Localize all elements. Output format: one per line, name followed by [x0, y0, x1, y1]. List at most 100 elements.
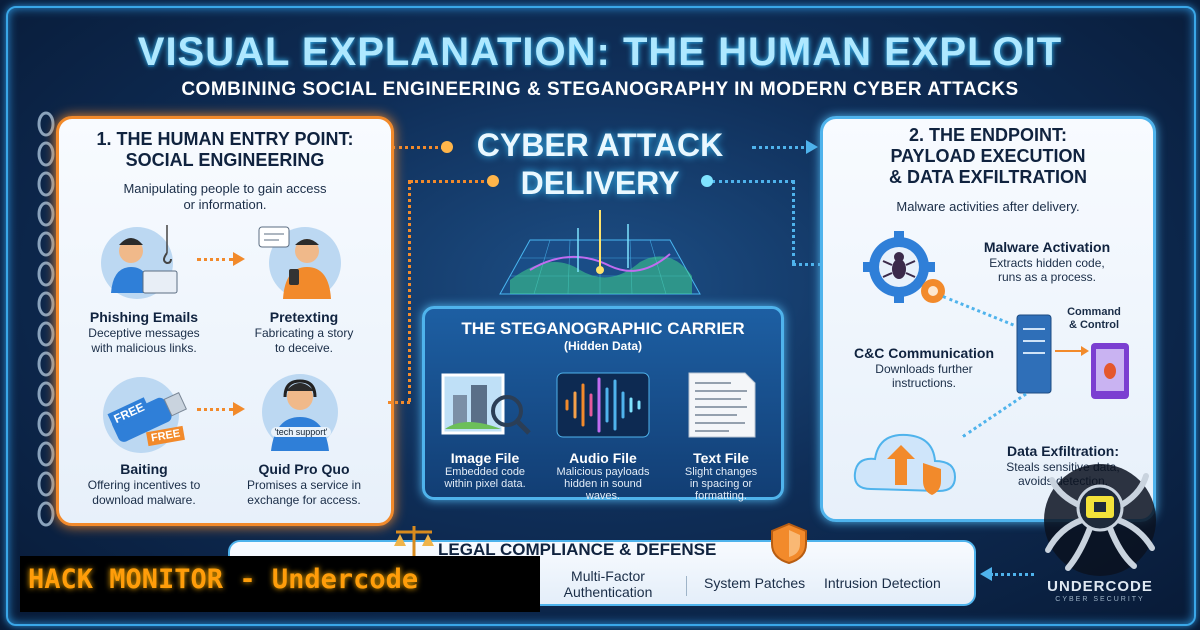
divider: [686, 576, 687, 596]
pretexting-desc-line2: to deceive.: [274, 341, 334, 355]
logo-tagline: CYBER SECURITY: [1055, 596, 1145, 603]
quid-pro-quo-title: Quid Pro Quo: [258, 461, 350, 477]
text-file-desc-line3: formatting.: [695, 490, 747, 502]
malware-activation-desc-line2: runs as a process.: [997, 270, 1097, 284]
connector-to-legal: [990, 573, 1034, 576]
connector-server-cloud: [962, 392, 1027, 438]
connector-vertical-left: [408, 180, 411, 402]
glow-dot-icon: [487, 175, 499, 187]
logo-name: UNDERCODE: [1047, 578, 1153, 595]
intrusion-detection-label: Intrusion Detection: [824, 575, 941, 591]
panel-title-line2: SOCIAL ENGINEERING: [125, 150, 325, 170]
cc-communication-desc: Downloads further: [875, 362, 973, 376]
arrow-head-icon: [806, 140, 818, 154]
social-engineering-panel: 1. THE HUMAN ENTRY POINT: SOCIAL ENGINEE…: [56, 116, 394, 526]
mfa-label-line2: Authentication: [563, 584, 653, 600]
outer-frame: [6, 6, 1196, 626]
malware-activation-desc: Extracts hidden code,: [989, 256, 1105, 270]
image-file-title: Image File: [450, 450, 520, 466]
text-file-icon: [688, 372, 756, 438]
quid-pro-quo-desc-line2: exchange for access.: [247, 493, 361, 507]
cc-communication-title: C&C Communication: [854, 345, 994, 361]
center-title-line1: CYBER ATTACK: [476, 127, 724, 163]
hacker-laptop-icon: [101, 225, 178, 299]
command-control-label-line2: & Control: [1068, 319, 1120, 331]
phishing-desc-line2: with malicious links.: [91, 341, 197, 355]
image-file-card: Image File Embedded code within pixel da…: [435, 371, 535, 490]
baiting-desc-line2: download malware.: [92, 493, 196, 507]
banner-text: HACK MONITOR - Undercode: [28, 564, 419, 595]
panel-description-line2: or information.: [183, 197, 267, 212]
endpoint-title-line3: & DATA EXFILTRATION: [889, 167, 1087, 187]
connector-top-right: [752, 146, 812, 149]
image-file-desc-line2: within pixel data.: [444, 478, 526, 490]
endpoint-title-line2: PAYLOAD EXECUTION: [890, 146, 1086, 166]
arrow-connector-2: [197, 408, 233, 411]
connector-malware-server: [942, 295, 1015, 327]
steganographic-carrier-panel: THE STEGANOGRAPHIC CARRIER (Hidden Data)…: [422, 306, 784, 502]
endpoint-description: Malware activities after delivery.: [896, 199, 1080, 214]
arrow-head-icon: [980, 567, 992, 581]
command-control-label: Command: [1067, 306, 1121, 318]
text-file-desc-line2: in spacing or: [689, 478, 753, 490]
hack-monitor-banner: [20, 556, 540, 612]
chain-decoration: [37, 111, 55, 527]
system-patches-label: System Patches: [704, 575, 806, 591]
carrier-title: THE STEGANOGRAPHIC CARRIER: [461, 319, 745, 338]
quid-pro-quo-illustration: 'tech support': [255, 367, 345, 457]
arrow-head-icon: [233, 402, 245, 416]
network-grid-graphic: [499, 210, 701, 295]
pretexting-desc: Fabricating a story: [254, 326, 354, 340]
quid-pro-quo-desc: Promises a service in: [246, 478, 362, 492]
endpoint-title: 2. THE ENDPOINT:: [908, 125, 1068, 145]
panel-title: 1. THE HUMAN ENTRY POINT:: [96, 129, 354, 149]
arrow-head-icon: [233, 252, 245, 266]
baiting-desc: Offering incentives to: [87, 478, 201, 492]
cloud-upload-icon: [853, 433, 957, 495]
malware-activation-title: Malware Activation: [983, 239, 1111, 255]
phishing-title: Phishing Emails: [89, 309, 199, 325]
mfa-label: Multi-Factor: [571, 568, 645, 584]
connector-vertical-right: [792, 180, 795, 264]
arrow-connector: [197, 258, 241, 261]
audio-file-desc-line2: hidden in sound: [564, 478, 642, 490]
phishing-illustration: [97, 223, 187, 303]
shield-icon: [771, 522, 807, 564]
server-attacker-icon: [1016, 314, 1129, 399]
image-file-icon: [441, 373, 531, 435]
connector-bottom-left: [388, 401, 410, 404]
panel-description: Manipulating people to gain access: [123, 181, 327, 196]
person-phone-icon: [258, 226, 341, 299]
center-title: CYBER ATTACK DELIVERY: [440, 126, 760, 202]
center-title-line2: DELIVERY: [520, 165, 680, 201]
data-exfiltration-title: Data Exfiltration:: [1006, 443, 1119, 459]
connector-mid-right: [712, 180, 794, 183]
text-file-desc: Slight changes: [684, 466, 758, 478]
phishing-desc: Deceptive messages: [88, 326, 200, 340]
text-file-card: Text File Slight changes in spacing or f…: [671, 371, 771, 502]
audio-file-card: Audio File Malicious payloads hidden in …: [553, 371, 653, 502]
text-file-title: Text File: [693, 450, 749, 466]
page-subtitle: COMBINING SOCIAL ENGINEERING & STEGANOGR…: [181, 79, 1019, 100]
tech-support-badge: 'tech support': [271, 427, 331, 437]
malware-gear-icon: [863, 231, 945, 303]
glow-dot-icon: [701, 175, 713, 187]
audio-file-desc-line3: waves.: [585, 490, 621, 502]
audio-waveform-icon: [556, 372, 650, 438]
legal-title: LEGAL COMPLIANCE & DEFENSE: [438, 540, 717, 559]
audio-file-desc: Malicious payloads: [556, 466, 650, 478]
baiting-illustration: FREE FREE: [95, 371, 195, 459]
support-agent-icon: [262, 374, 338, 451]
connector-mid-left: [410, 180, 490, 183]
audio-file-title: Audio File: [569, 450, 637, 466]
cc-communication-desc-line2: instructions.: [891, 376, 957, 390]
connector-top-left: [392, 146, 444, 149]
image-file-desc: Embedded code: [444, 466, 526, 478]
glow-dot-icon: [441, 141, 453, 153]
pretexting-title: Pretexting: [269, 309, 339, 325]
undercode-octopus-logo: [1044, 464, 1156, 576]
page-title: VISUAL EXPLANATION: THE HUMAN EXPLOIT: [137, 30, 1063, 74]
carrier-subtitle: (Hidden Data): [564, 339, 642, 353]
pretexting-illustration: [249, 223, 349, 303]
baiting-title: Baiting: [120, 461, 168, 477]
